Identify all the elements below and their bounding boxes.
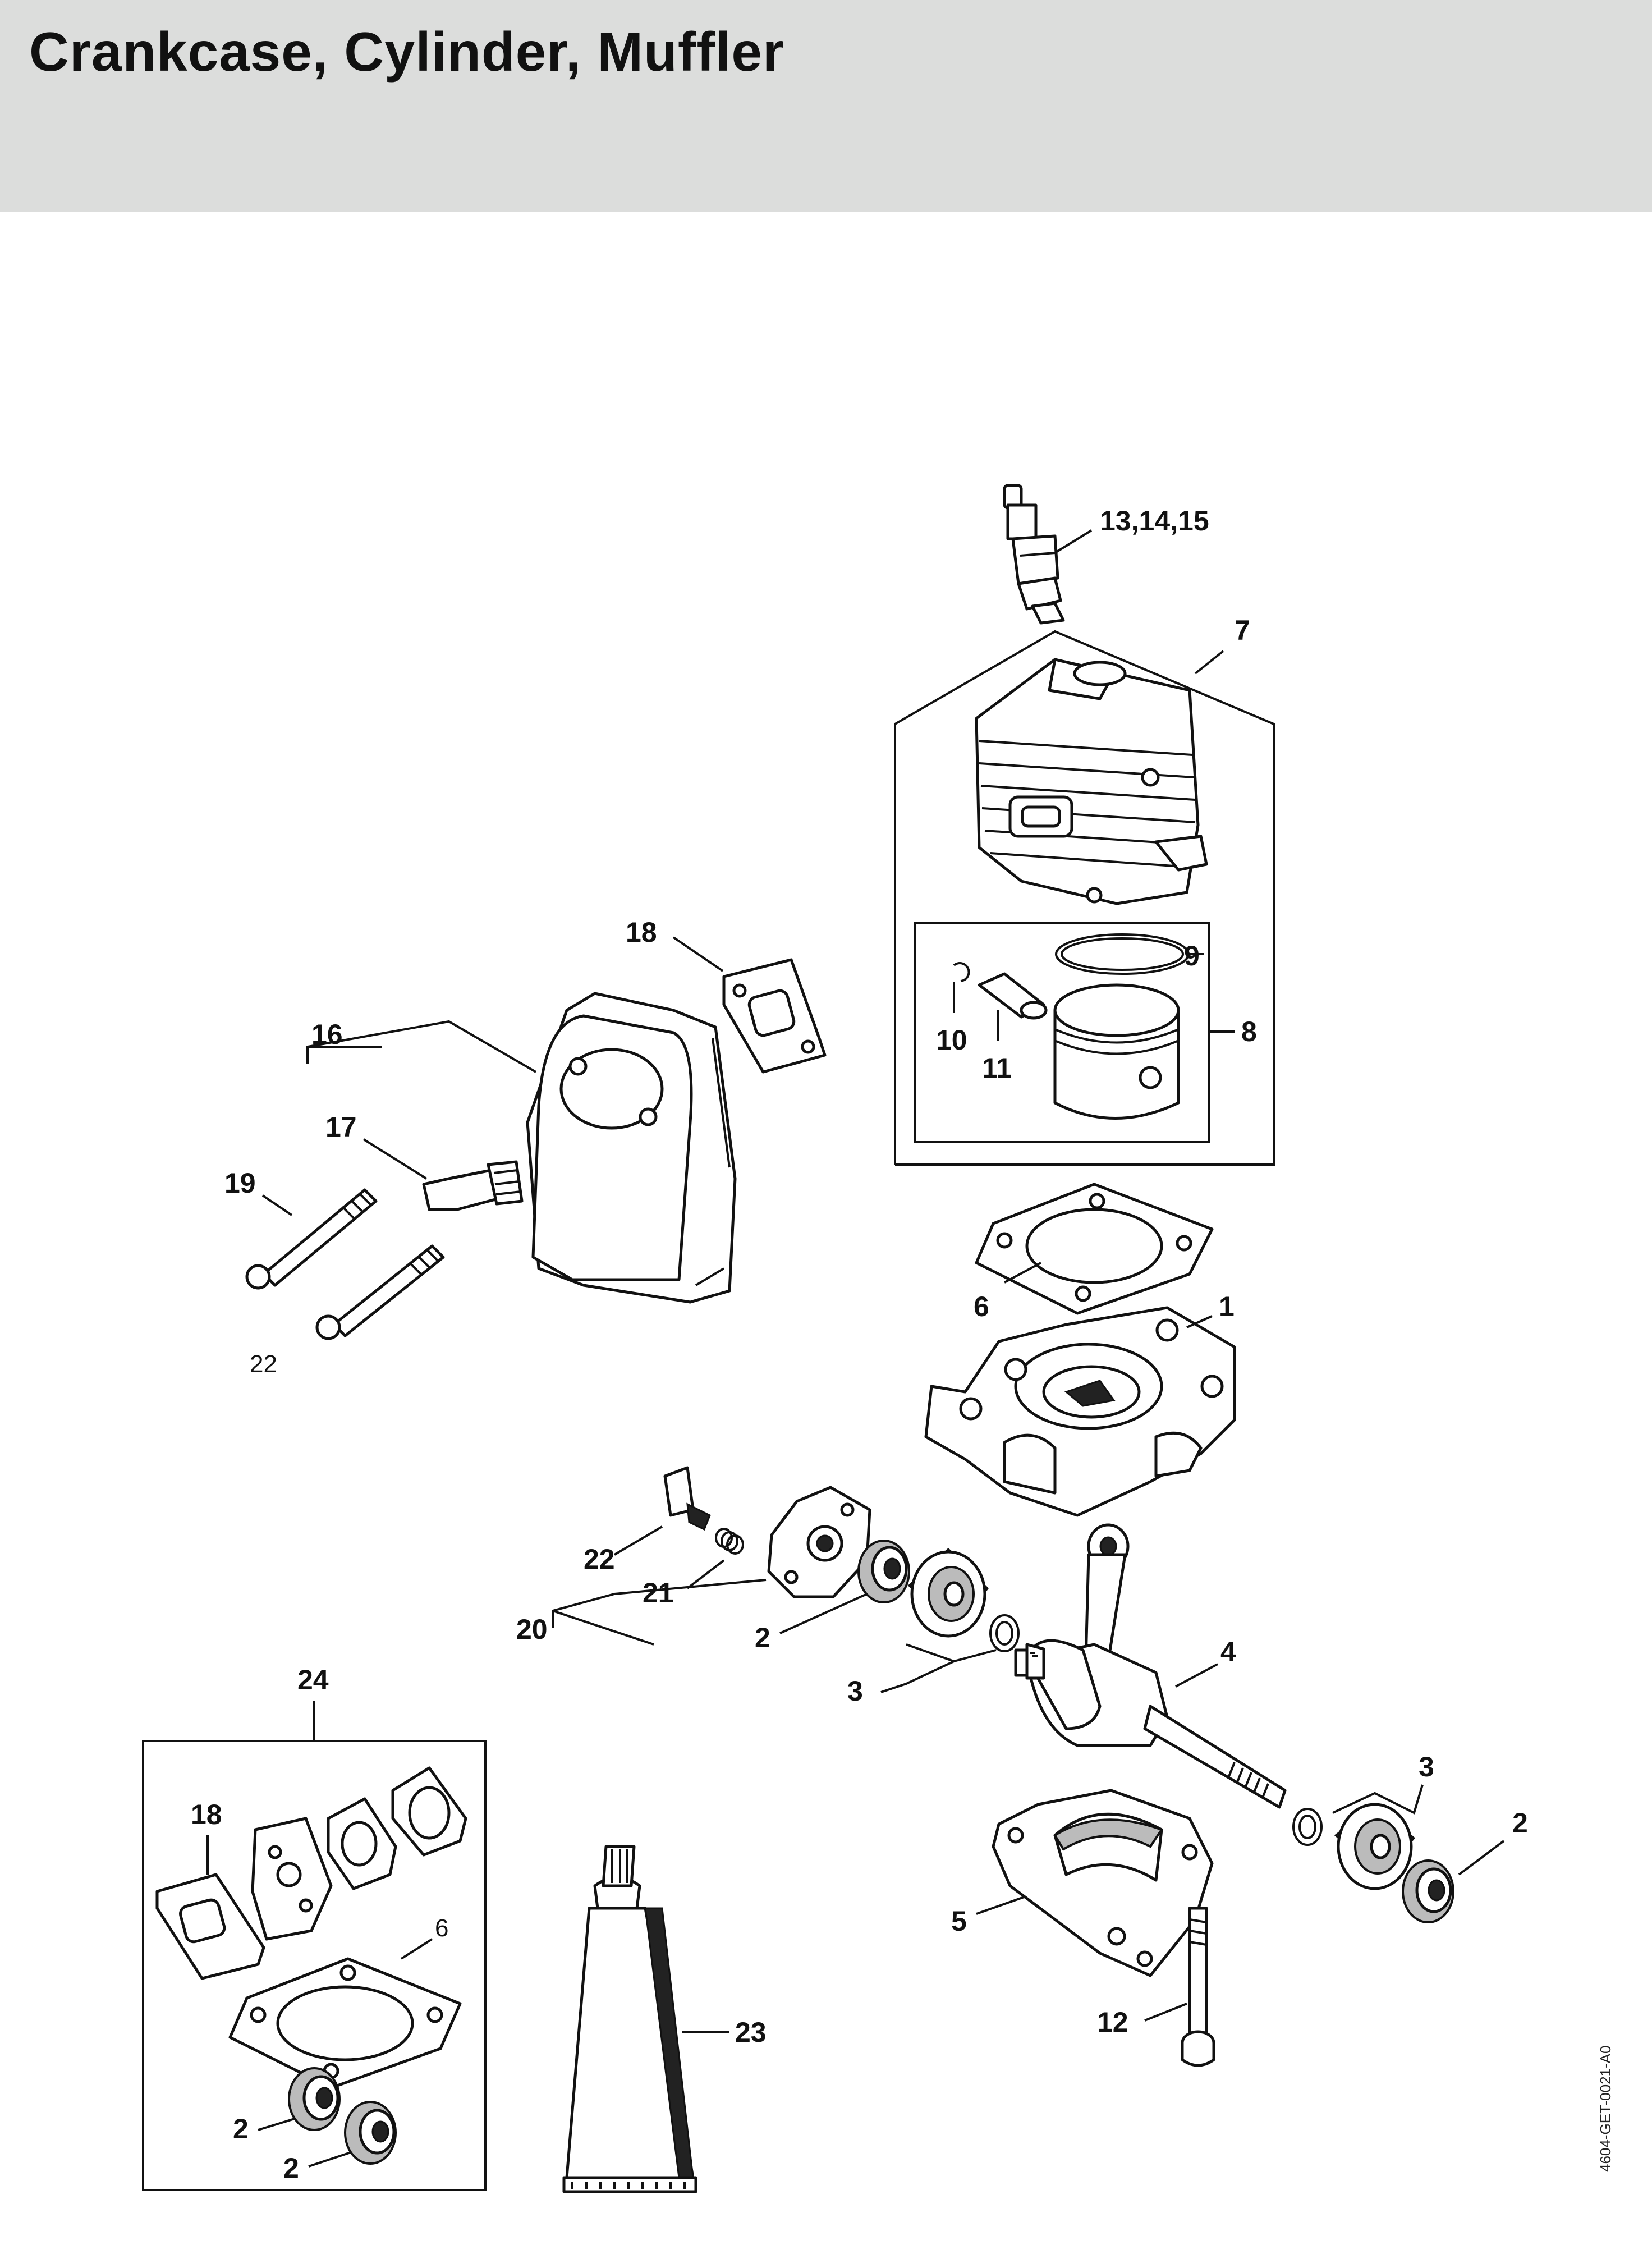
bearing-right-leader — [1332, 1784, 1424, 1815]
cylinder-leader — [1194, 650, 1224, 675]
muffler-gasket[interactable] — [722, 958, 827, 1074]
kit-seal-b[interactable] — [344, 2101, 397, 2165]
callout-11: 11 — [982, 1052, 1012, 1084]
callout-3-left: 3 — [847, 1675, 863, 1707]
crankcase-top-leader — [1186, 1315, 1213, 1328]
kit-gasket-carb[interactable] — [251, 1817, 333, 1941]
page-title: Crankcase, Cylinder, Muffler — [29, 21, 785, 83]
callout-21: 21 — [643, 1577, 674, 1609]
bearing-left-bracket — [953, 1649, 997, 1662]
crankcase-bottom[interactable] — [992, 1789, 1214, 1977]
callout-24: 24 — [297, 1664, 329, 1696]
piston[interactable] — [1053, 983, 1180, 1120]
crankcase-bottom-leader — [976, 1896, 1025, 1915]
kit-gasket-6[interactable] — [228, 1957, 462, 2090]
callout-13-14-15: 13,14,15 — [1100, 505, 1209, 537]
callout-19: 19 — [224, 1167, 256, 1199]
kit-gasket-flange[interactable] — [327, 1797, 397, 1890]
screw-leader — [261, 1194, 293, 1216]
callout-10: 10 — [936, 1024, 967, 1056]
callout-12: 12 — [1097, 2006, 1128, 2038]
callout-18-kit: 18 — [191, 1799, 222, 1830]
fitting-leader — [362, 1138, 428, 1180]
spring[interactable] — [715, 1528, 744, 1555]
callout-17: 17 — [325, 1111, 357, 1143]
callout-20: 20 — [516, 1614, 548, 1645]
cylinder-kit-frame — [894, 630, 1275, 1166]
crankshaft-leader — [1175, 1663, 1218, 1688]
seal-right-leader — [1458, 1840, 1505, 1876]
callout-22-cable: 22 — [584, 1543, 615, 1575]
muffler[interactable] — [526, 992, 737, 1304]
circlip[interactable] — [953, 962, 970, 982]
crankshaft[interactable] — [1014, 1523, 1287, 1809]
callout-5: 5 — [951, 1905, 967, 1937]
callout-2-right: 2 — [1512, 1807, 1528, 1839]
sealant-tube[interactable] — [562, 1845, 697, 2193]
muffler-gasket-leader — [672, 936, 724, 972]
callout-16: 16 — [311, 1019, 343, 1050]
cylinder[interactable] — [975, 658, 1208, 905]
piston-pin[interactable] — [978, 972, 1048, 1020]
callout-1: 1 — [1219, 1291, 1235, 1322]
fitting[interactable] — [422, 1160, 524, 1211]
callout-18: 18 — [626, 917, 657, 948]
cover-assembly-leader — [552, 1579, 767, 1628]
callout-8: 8 — [1241, 1016, 1257, 1047]
cable-part[interactable] — [663, 1466, 711, 1531]
cover-assembly[interactable] — [767, 1486, 871, 1598]
base-gasket[interactable] — [975, 1183, 1214, 1315]
callout-6-kit: 6 — [435, 1914, 448, 1942]
spark-plug[interactable] — [1003, 484, 1065, 625]
callout-9: 9 — [1184, 940, 1200, 972]
spark-plug-leader — [1054, 529, 1093, 554]
seal-right[interactable] — [1402, 1859, 1454, 1923]
callout-7: 7 — [1235, 615, 1250, 646]
callout-2-kit-a: 2 — [233, 2113, 249, 2145]
callout-2-left: 2 — [755, 1622, 770, 1653]
piston-ring[interactable] — [1055, 933, 1190, 975]
callout-2-kit-b: 2 — [283, 2152, 299, 2184]
callout-3-right: 3 — [1419, 1751, 1434, 1783]
base-gasket-leader — [1004, 1262, 1041, 1284]
bolt[interactable] — [1181, 1907, 1215, 2067]
kit-gasket-18[interactable] — [155, 1873, 265, 1980]
spring-leader — [686, 1559, 725, 1589]
kit-gasket-6-leader — [400, 1938, 433, 1960]
callout-4: 4 — [1220, 1636, 1236, 1667]
screw-b[interactable] — [315, 1244, 445, 1340]
kit-gasket-intake[interactable] — [391, 1766, 467, 1857]
callout-6: 6 — [974, 1291, 989, 1322]
note-22: 22 — [250, 1350, 277, 1378]
callout-23: 23 — [735, 2017, 767, 2048]
bolt-leader — [1144, 2003, 1187, 2022]
seal-left[interactable] — [857, 1540, 910, 1603]
crankcase-top[interactable] — [924, 1306, 1236, 1517]
kit-seal-a-leader — [258, 2118, 295, 2131]
bearing-left-leader — [880, 1643, 957, 1693]
bearing-right[interactable] — [1292, 1803, 1416, 1890]
cover-assembly-bracket — [552, 1610, 654, 1646]
kit-seal-a[interactable] — [288, 2067, 341, 2131]
kit-seal-b-leader — [308, 2151, 351, 2168]
header-bar: Crankcase, Cylinder, Muffler — [0, 0, 1652, 212]
muffler-leader — [306, 1020, 537, 1073]
cable-part-leader — [613, 1525, 663, 1556]
screw-a[interactable] — [245, 1188, 378, 1290]
seal-left-leader — [779, 1593, 868, 1634]
bearing-left[interactable] — [907, 1547, 1020, 1652]
reference-code: 4604-GET-0021-A0 — [1597, 2046, 1614, 2172]
